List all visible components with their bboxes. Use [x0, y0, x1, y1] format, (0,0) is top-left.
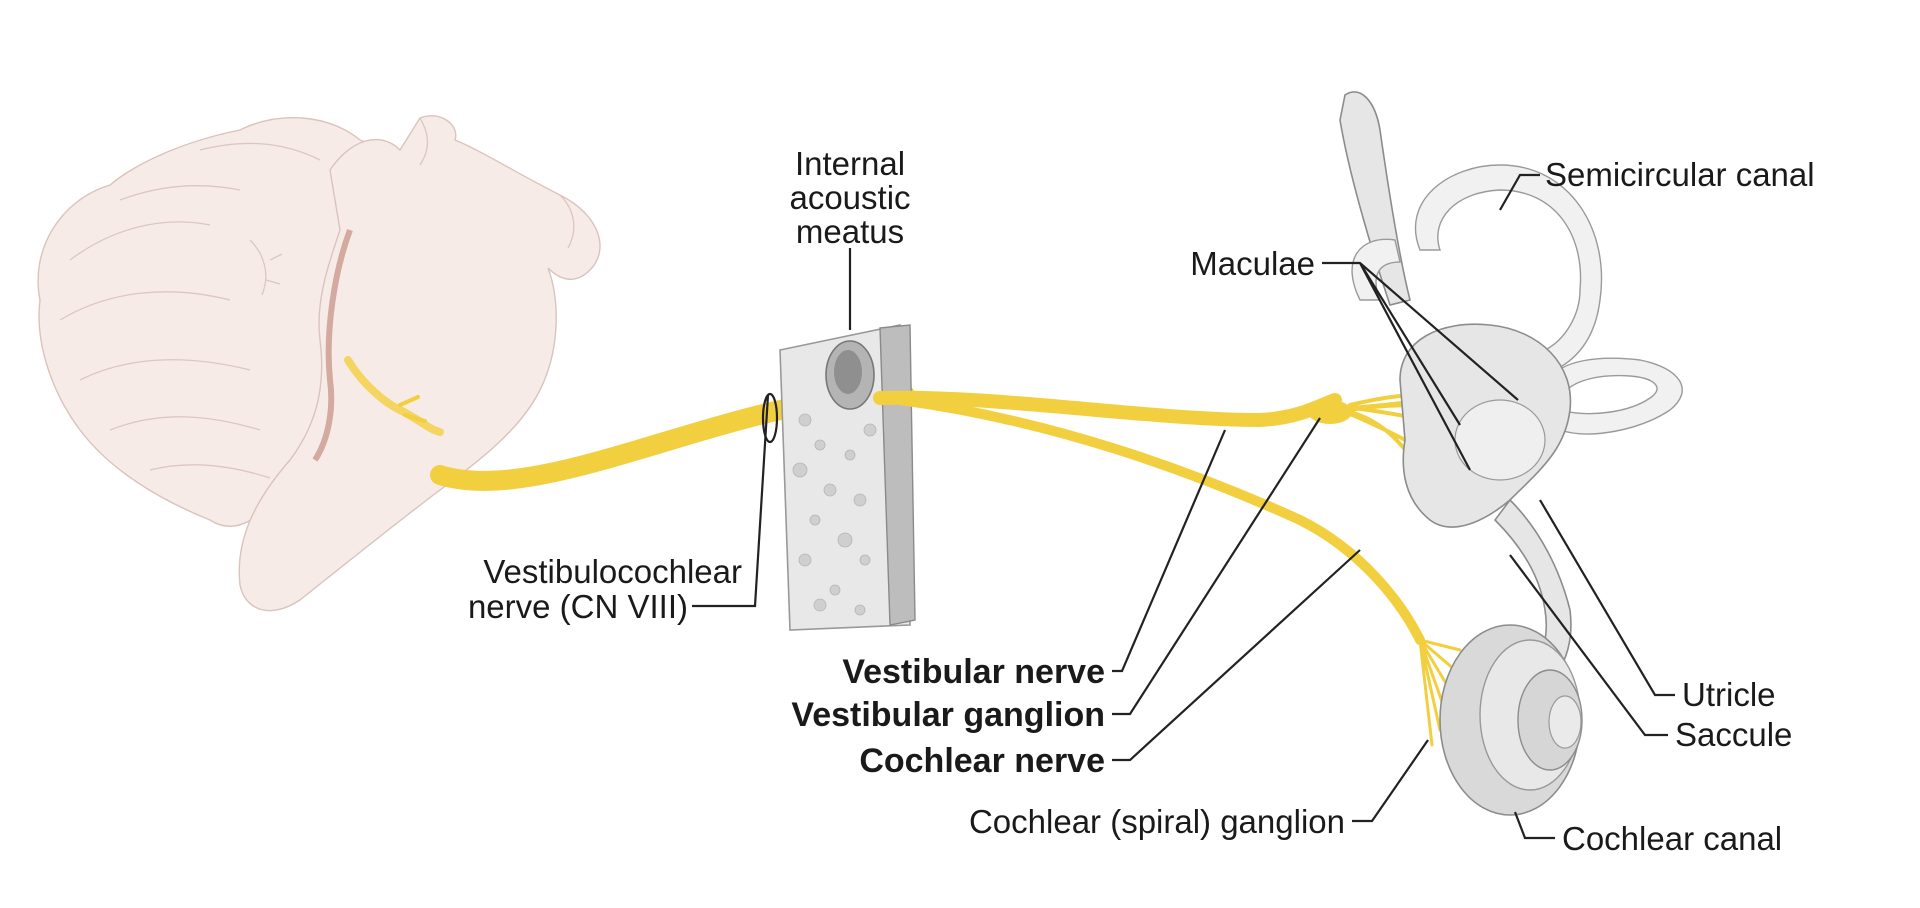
label-cochlear-canal: Cochlear canal — [1562, 820, 1782, 857]
label-vestibulocochlear-line1: Vestibulocochlear — [483, 553, 742, 590]
label-internal-acoustic-meatus-line1: Internal — [795, 145, 905, 182]
inner-ear-labyrinth — [1339, 91, 1683, 816]
label-vestibular-nerve: Vestibular nerve — [842, 653, 1105, 691]
label-cochlear-nerve: Cochlear nerve — [859, 742, 1105, 780]
label-vestibular-ganglion: Vestibular ganglion — [791, 696, 1105, 734]
temporal-bone-block — [779, 324, 916, 631]
leader-lines — [692, 173, 1675, 840]
label-saccule: Saccule — [1675, 716, 1792, 753]
label-vestibulocochlear-line2: nerve (CN VIII) — [468, 588, 688, 625]
label-cochlear-spiral-ganglion: Cochlear (spiral) ganglion — [969, 803, 1345, 840]
label-utricle: Utricle — [1682, 676, 1776, 713]
label-internal-acoustic-meatus-line2: acoustic — [789, 179, 910, 216]
brainstem-illustration — [37, 115, 601, 612]
label-semicircular-canal: Semicircular canal — [1545, 156, 1815, 193]
label-maculae: Maculae — [1190, 245, 1315, 282]
label-internal-acoustic-meatus-line3: meatus — [796, 213, 904, 250]
labels: Internal acoustic meatus Semicircular ca… — [468, 145, 1815, 857]
